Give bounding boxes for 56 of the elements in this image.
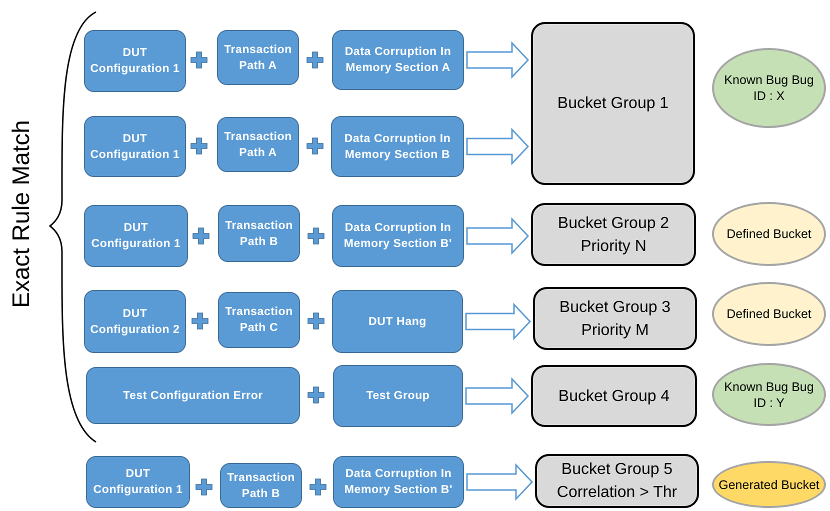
condition-box xyxy=(220,463,302,508)
node-label: DUT Configuration 1 xyxy=(92,467,184,498)
condition-box xyxy=(84,30,186,92)
axis-title: Exact Rule Match xyxy=(8,120,35,308)
node-label: Bucket Group 3 Priority M xyxy=(558,298,672,340)
node-label: DUT Configuration 1 xyxy=(89,46,181,77)
bucket-box xyxy=(531,203,696,266)
condition-box xyxy=(333,456,464,508)
condition-box xyxy=(333,365,463,427)
block-arrow xyxy=(465,377,530,415)
condition-box xyxy=(332,205,464,267)
bucket-box xyxy=(533,287,697,350)
bucket-box xyxy=(531,365,697,427)
bucket-box xyxy=(535,454,699,508)
node-label: DUT Configuration 1 xyxy=(90,221,182,252)
node-label: Transaction Path A xyxy=(223,42,293,74)
node-label: Bucket Group 5 Correlation > Thr xyxy=(556,460,678,503)
condition-box xyxy=(84,290,186,353)
node-label: Data Corruption In Memory Section B' xyxy=(342,221,454,252)
block-arrow xyxy=(466,217,530,255)
condition-box xyxy=(218,205,300,262)
node-label: DUT Configuration 2 xyxy=(89,306,181,338)
condition-box xyxy=(331,116,464,177)
block-arrow xyxy=(465,302,532,340)
node-label: Data Corruption In Memory Section B xyxy=(343,132,452,162)
node-label: DUT Hang xyxy=(368,314,426,330)
condition-box xyxy=(218,292,300,348)
block-arrow xyxy=(466,128,530,166)
block-arrow xyxy=(466,463,534,501)
condition-box xyxy=(86,456,190,508)
bucket-box xyxy=(531,22,695,185)
node-label: Transaction Path A xyxy=(223,130,293,160)
node-label: Bucket Group 4 xyxy=(558,386,670,406)
node-label: Data Corruption In Memory Section B' xyxy=(343,467,454,498)
condition-box xyxy=(84,116,186,177)
node-label: Transaction Path C xyxy=(224,305,294,336)
node-label: Transaction Path B xyxy=(224,218,294,250)
node-label: Generated Bucket xyxy=(718,476,820,492)
node-label: Defined Bucket xyxy=(726,226,812,242)
node-label: Bucket Group 1 xyxy=(557,94,669,114)
condition-box xyxy=(86,367,300,424)
condition-box xyxy=(217,117,299,172)
node-label: Known Bug Bug ID : Y xyxy=(723,378,815,410)
node-label: Known Bug Bug ID : X xyxy=(723,72,815,104)
node-label: Transaction Path B xyxy=(226,470,296,502)
node-label: Data Corruption In Memory Section A xyxy=(344,45,452,76)
condition-box xyxy=(217,30,299,85)
condition-box xyxy=(84,205,188,267)
block-arrow xyxy=(466,41,530,79)
node-label: Test Group xyxy=(366,389,430,404)
node-label: Test Configuration Error xyxy=(123,388,263,404)
node-label: DUT Configuration 1 xyxy=(89,132,181,162)
condition-box xyxy=(332,30,464,90)
node-label: Defined Bucket xyxy=(726,306,812,322)
node-label: Bucket Group 2 Priority N xyxy=(556,214,670,256)
condition-box xyxy=(332,290,463,353)
